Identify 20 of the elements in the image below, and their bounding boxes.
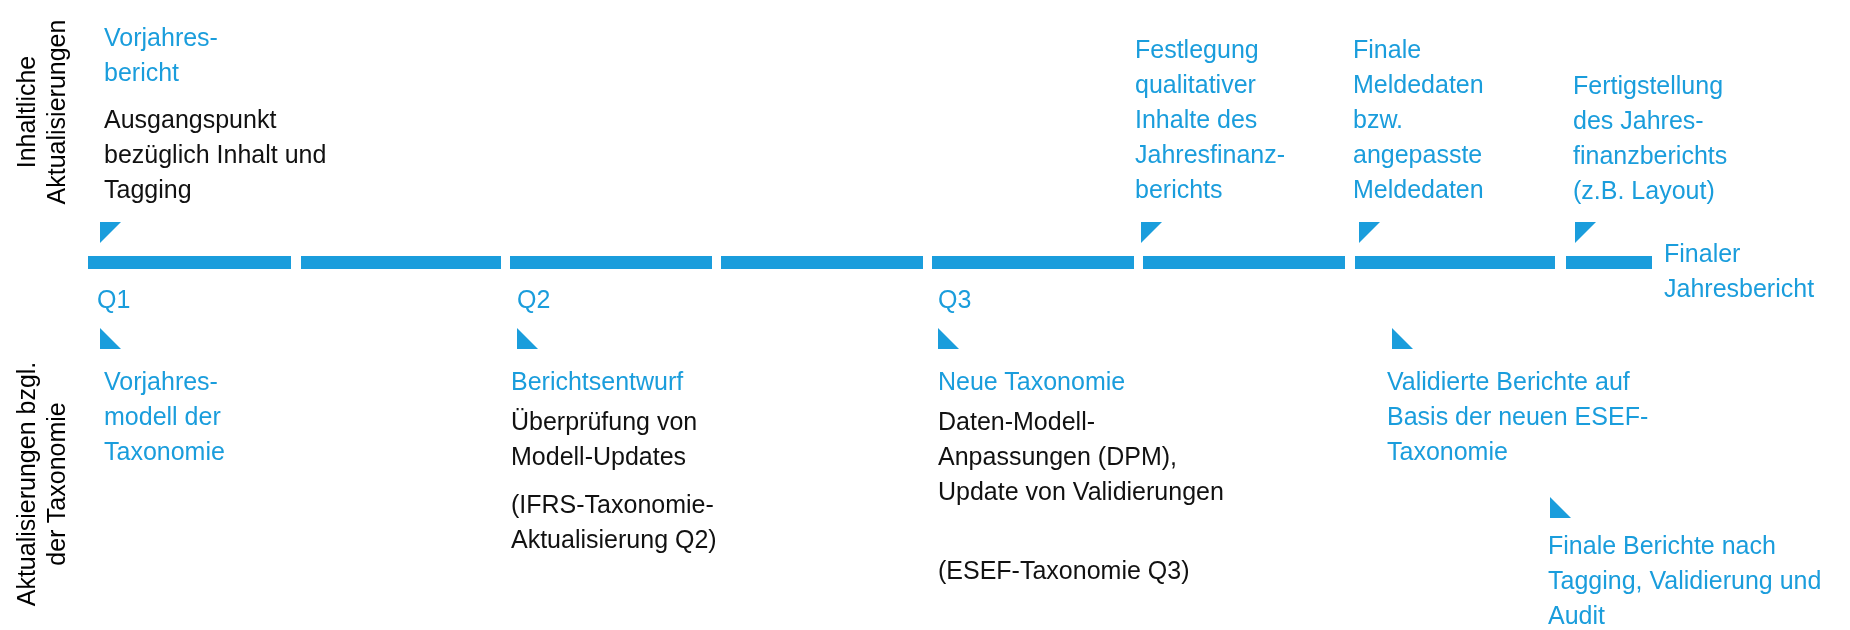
milestone-title: Finale Meldedaten bzw. angepasste Meldedaten	[1353, 34, 1485, 205]
quarter-label: Q2	[517, 284, 552, 315]
milestone-description: Überprüfung von Modell-Updates	[511, 406, 699, 472]
milestone-title: Finaler Jahresbericht	[1664, 238, 1816, 304]
quarter-label: Q1	[97, 284, 132, 315]
milestone-title: Neue Taxonomie	[938, 366, 1127, 397]
milestone-title: Validierte Berichte auf Basis der neuen ESEF- Taxonomie	[1387, 366, 1650, 467]
milestone-description: (ESEF-Taxonomie Q3)	[938, 555, 1191, 586]
milestone-title: Festlegung qualitativer Inhalte des Jahresfinanz- berichts	[1135, 34, 1287, 205]
milestone-description: Daten-Modell- Anpassungen (DPM), Update von Validierungen	[938, 406, 1225, 507]
milestone-description: Ausgangspunkt bezüglich Inhalt und Tagging	[104, 104, 328, 205]
milestone-title: Vorjahres- modell der Taxonomie	[104, 366, 226, 467]
milestone-description: (IFRS-Taxonomie- Aktualisierung Q2)	[511, 489, 718, 555]
milestone-title: Vorjahres- bericht	[104, 22, 219, 88]
row-heading: Inhaltliche Aktualisierungen	[11, 18, 71, 207]
milestone-title: Fertigstellung des Jahres- finanzberichts (z.B. Layout)	[1573, 70, 1729, 206]
row-heading: Aktualisierungen bzgl. der Taxonomie	[11, 360, 71, 609]
quarter-label: Q3	[938, 284, 973, 315]
milestone-title: Finale Berichte nach Tagging, Validierung und Audit	[1548, 530, 1823, 630]
milestone-title: Berichtsentwurf	[511, 366, 685, 397]
